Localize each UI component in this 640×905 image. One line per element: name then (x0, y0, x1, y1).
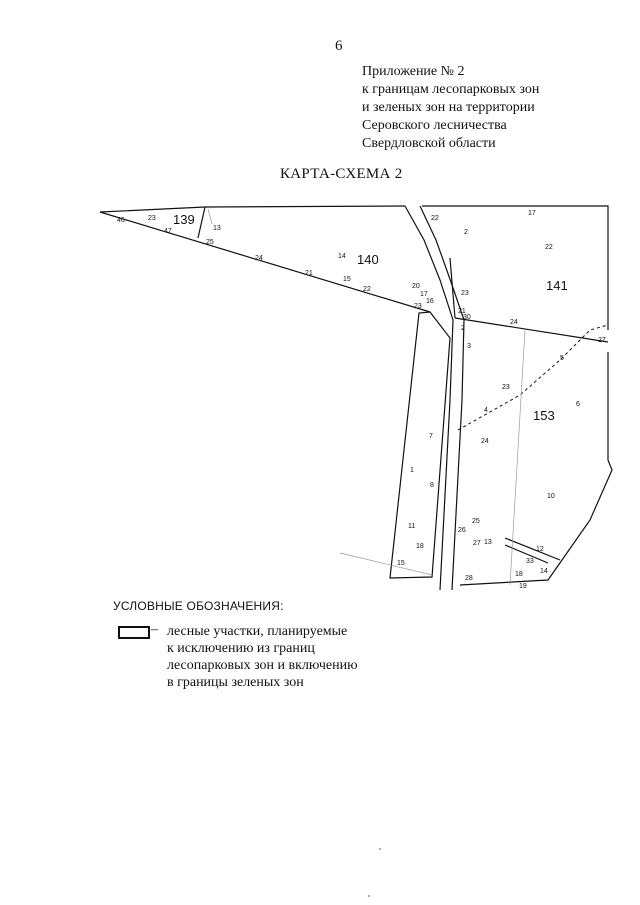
boundary-line (454, 317, 609, 343)
scan-speck (368, 895, 370, 897)
faint-line (509, 329, 526, 586)
plot-number: 8 (430, 482, 434, 489)
appendix-line: и зеленых зон на территории (362, 100, 535, 115)
road-line (419, 205, 465, 591)
legend-dash: – (151, 622, 158, 637)
boundary-line (99, 211, 431, 313)
legend-line: лесопарковых зон и включению (167, 658, 358, 673)
plot-number: 10 (547, 493, 555, 500)
page-number: 6 (335, 38, 343, 54)
legend-swatch (118, 626, 150, 639)
plot-number: 33 (526, 558, 534, 565)
plot-number: 12 (536, 546, 544, 553)
plot-number: 3 (467, 343, 471, 350)
plot-line (504, 537, 561, 561)
faint-line (207, 208, 213, 225)
plot-number: 30 (463, 314, 471, 321)
plot-number: 6 (576, 401, 580, 408)
plot-number: 2 (464, 229, 468, 236)
plot-number: 23 (502, 384, 510, 391)
plot-number: 13 (213, 225, 221, 232)
quarter-label: 141 (546, 278, 568, 293)
appendix-line: Свердловской области (362, 136, 496, 151)
legend-line: в границы зеленых зон (167, 675, 304, 690)
boundary-line (197, 206, 206, 239)
appendix-line: к границам лесопарковых зон (362, 82, 540, 97)
plot-number: 5 (560, 355, 564, 362)
plot-number: 15 (397, 560, 405, 567)
plot-number: 23 (414, 303, 422, 310)
plot-number: 25 (472, 518, 480, 525)
forest-plot-outline (389, 311, 451, 579)
road-line (404, 205, 454, 591)
plot-number: 21 (458, 308, 466, 315)
plot-number: 14 (540, 568, 548, 575)
plot-number: 25 (206, 239, 214, 246)
appendix-line: Приложение № 2 (362, 64, 465, 79)
plot-number: 27 (473, 540, 481, 547)
scan-speck (379, 848, 381, 850)
plot-number: 16 (426, 298, 434, 305)
plot-number: 24 (255, 255, 263, 262)
plot-number: 46 (117, 217, 125, 224)
plot-number: 21 (305, 270, 313, 277)
plot-number: 18 (416, 543, 424, 550)
quarter-label: 153 (533, 408, 555, 423)
plot-number: 1 (410, 467, 414, 474)
plot-number: 17 (528, 210, 536, 217)
legend-title: УСЛОВНЫЕ ОБОЗНАЧЕНИЯ: (113, 599, 284, 613)
plot-number: 47 (164, 228, 172, 235)
boundary-line (459, 352, 613, 586)
quarter-label: 140 (357, 252, 379, 267)
plot-number: 20 (412, 283, 420, 290)
plot-number: 19 (519, 583, 527, 590)
plot-number: 23 (461, 290, 469, 297)
plot-number: 11 (408, 523, 415, 530)
plot-number: 24 (510, 319, 518, 326)
plot-number: 7 (429, 433, 433, 440)
plot-number: 14 (338, 253, 346, 260)
boundary-line (449, 257, 456, 319)
appendix-line: Серовского лесничества (362, 118, 507, 133)
plot-number: 17 (420, 291, 428, 298)
plot-number: 15 (343, 276, 351, 283)
plot-number: 22 (431, 215, 439, 222)
appendix-caption: Приложение № 2 к границам лесопарковых з… (362, 63, 539, 153)
plot-number: 27 (598, 337, 606, 344)
plot-number: 22 (545, 244, 553, 251)
legend-line: лесные участки, планируемые (167, 624, 348, 639)
plot-number: 24 (481, 438, 489, 445)
plot-number: 18 (515, 571, 523, 578)
legend-description: лесные участки, планируемые к исключению… (167, 623, 358, 691)
faint-line (339, 552, 433, 576)
plot-number: 23 (148, 215, 156, 222)
map-title: КАРТА-СХЕМА 2 (280, 166, 403, 182)
plot-number: 2 (461, 325, 465, 332)
plot-number: 13 (484, 539, 492, 546)
boundary-line (422, 205, 609, 330)
plot-number: 4 (484, 407, 488, 414)
plot-number: 26 (458, 527, 466, 534)
quarter-label: 139 (173, 212, 195, 227)
plot-number: 22 (363, 286, 371, 293)
boundary-line (99, 205, 406, 213)
legend-line: к исключению из границ (167, 641, 315, 656)
plot-number: 28 (465, 575, 473, 582)
